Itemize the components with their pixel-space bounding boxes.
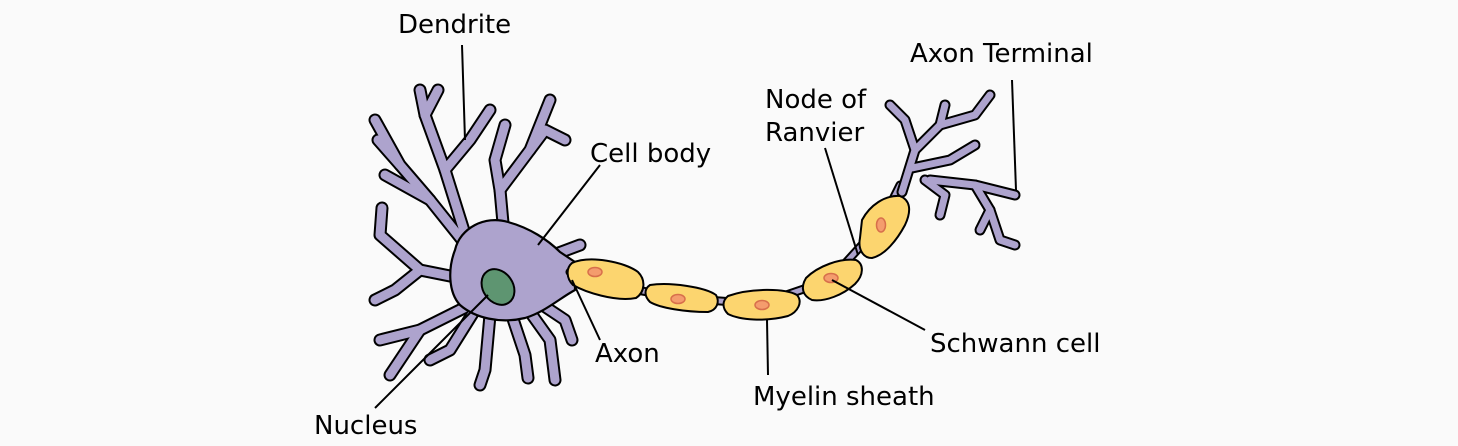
myelin-segments <box>566 194 911 321</box>
leader-myelin-sheath <box>766 319 769 376</box>
leader-dendrite <box>461 44 466 141</box>
nucleus-shape <box>480 268 516 306</box>
schwann-nucleus <box>587 266 603 278</box>
label-axon: Axon <box>595 339 660 369</box>
leader-axon <box>571 279 601 341</box>
leader-nucleus <box>374 294 489 409</box>
cell-body-shape <box>449 219 577 322</box>
myelin-segment <box>566 258 645 300</box>
leader-node-of-ranvier <box>824 147 859 256</box>
myelin-segment <box>858 194 911 260</box>
leader-lines <box>374 44 1017 409</box>
dendrite-fill <box>370 85 585 390</box>
dendrites <box>368 83 587 392</box>
axon-terminal <box>884 89 1021 251</box>
label-cell-body: Cell body <box>590 139 711 169</box>
label-axon-terminal: Axon Terminal <box>910 39 1093 69</box>
myelin-segment <box>722 288 801 321</box>
label-myelin-sheath: Myelin sheath <box>753 382 935 412</box>
schwann-nucleus <box>754 299 770 311</box>
label-node-of-ranvier-line2: Ranvier <box>765 118 865 148</box>
label-node-of-ranvier-line1: Node of <box>765 85 867 115</box>
leader-axon-terminal <box>1011 79 1017 191</box>
leader-cell-body <box>537 164 601 246</box>
schwann-nucleus <box>875 217 887 233</box>
terminal-fill <box>886 91 1019 249</box>
label-nucleus: Nucleus <box>314 411 417 441</box>
myelin-segment <box>644 283 719 314</box>
schwann-nucleus <box>670 293 686 305</box>
leader-schwann-cell <box>831 279 926 331</box>
label-schwann-cell: Schwann cell <box>930 329 1100 359</box>
label-dendrite: Dendrite <box>398 10 511 40</box>
labels: Dendrite Cell body Node of Ranvier Axon … <box>314 10 1100 441</box>
